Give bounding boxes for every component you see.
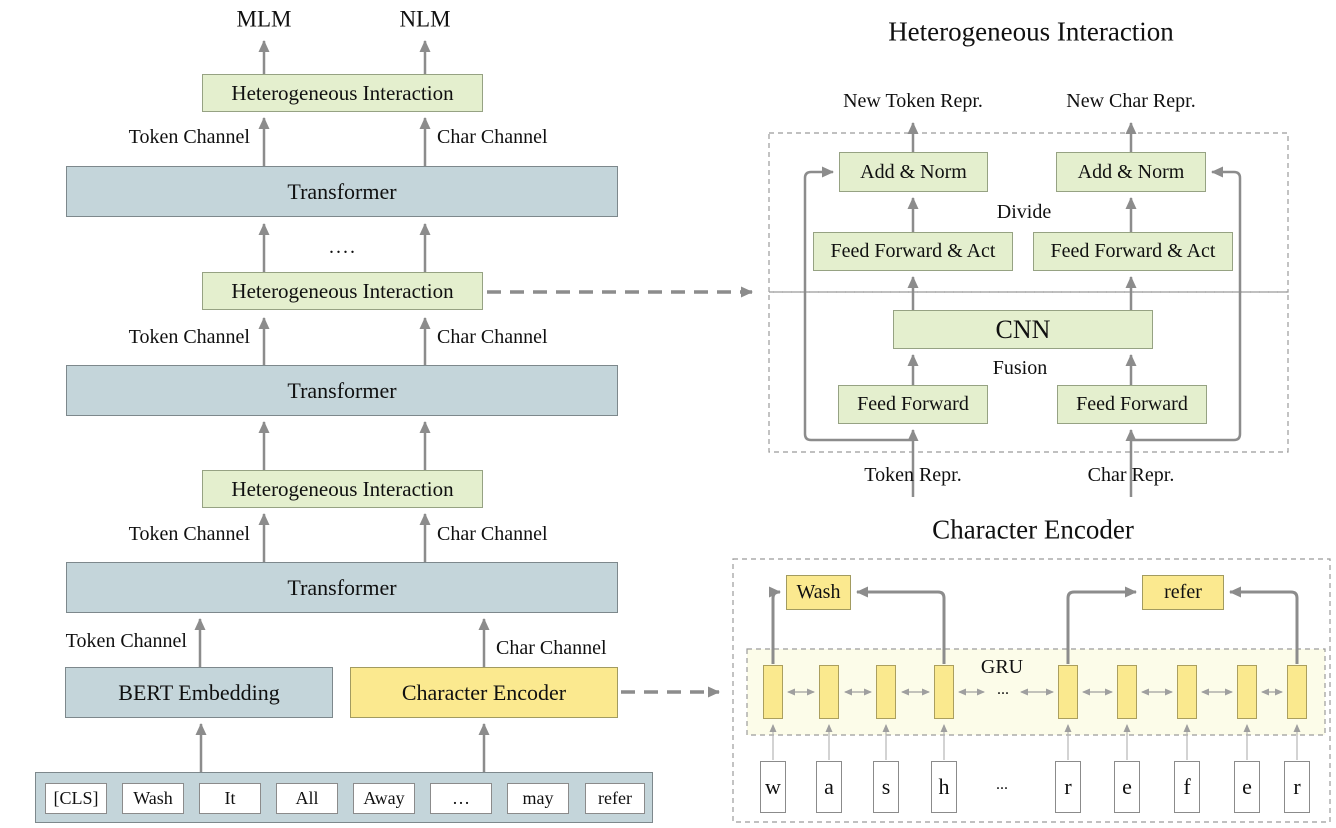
char-repr-label: Char Repr. — [1087, 464, 1175, 486]
token-channel-label-1: Token Channel — [128, 126, 250, 148]
input-token-row: [CLS] Wash It All Away … may refer — [35, 772, 653, 823]
fusion-label: Fusion — [992, 357, 1048, 379]
gru-cell-a — [819, 665, 839, 719]
main-flow-arrows — [194, 40, 490, 772]
character-encoder-block: Character Encoder — [350, 667, 618, 718]
char-box-w: w — [760, 761, 786, 813]
gru-cell-w — [763, 665, 783, 719]
char-box-r2: r — [1284, 761, 1310, 813]
transformer-block-middle: Transformer — [66, 365, 618, 416]
gru-cell-s — [876, 665, 896, 719]
char-box-e1: e — [1114, 761, 1140, 813]
char-channel-label-1: Char Channel — [437, 126, 548, 148]
char-input-lines — [769, 724, 1301, 760]
word-box-refer: refer — [1142, 575, 1224, 610]
hi-block-top: Heterogeneous Interaction — [202, 74, 483, 112]
feed-forward-box-right: Feed Forward — [1057, 385, 1207, 424]
token-repr-label: Token Repr. — [864, 464, 962, 486]
divide-label: Divide — [996, 201, 1052, 223]
hi-block-bottom: Heterogeneous Interaction — [202, 470, 483, 508]
char-box-r1: r — [1055, 761, 1081, 813]
token-box-all: All — [276, 783, 338, 814]
token-box-ellipsis: … — [430, 783, 492, 814]
token-box-wash: Wash — [122, 783, 184, 814]
token-box-away: Away — [353, 783, 415, 814]
add-norm-box-left: Add & Norm — [839, 152, 988, 192]
hi-detail-title: Heterogeneous Interaction — [888, 16, 1174, 47]
mlm-label: MLM — [236, 6, 292, 32]
hi-detail-arrows — [803, 122, 1242, 497]
detail-link-arrows — [487, 286, 753, 698]
gru-to-word-arrows — [769, 586, 1299, 664]
token-box-it: It — [199, 783, 261, 814]
char-box-f: f — [1174, 761, 1200, 813]
char-channel-label-3: Char Channel — [437, 523, 548, 545]
gru-cell-f — [1177, 665, 1197, 719]
feed-forward-act-box-left: Feed Forward & Act — [813, 232, 1013, 271]
gru-cell-e2 — [1237, 665, 1257, 719]
token-channel-label-4: Token Channel — [65, 630, 187, 652]
word-box-wash: Wash — [786, 575, 851, 610]
stack-ellipsis: .... — [329, 236, 357, 258]
char-box-a: a — [816, 761, 842, 813]
feed-forward-act-box-right: Feed Forward & Act — [1033, 232, 1233, 271]
token-channel-label-2: Token Channel — [128, 326, 250, 348]
add-norm-box-right: Add & Norm — [1056, 152, 1206, 192]
char-detail-title: Character Encoder — [932, 514, 1134, 545]
char-channel-label-4: Char Channel — [496, 637, 607, 659]
cnn-box: CNN — [893, 310, 1153, 349]
new-char-repr-label: New Char Repr. — [1066, 90, 1196, 112]
transformer-block-bottom: Transformer — [66, 562, 618, 613]
gru-cell-h — [934, 665, 954, 719]
gru-cell-r2 — [1287, 665, 1307, 719]
char-box-h: h — [931, 761, 957, 813]
hi-block-middle: Heterogeneous Interaction — [202, 272, 483, 310]
nlm-label: NLM — [399, 6, 451, 32]
gru-cell-r1 — [1058, 665, 1078, 719]
token-box-may: may — [507, 783, 569, 814]
transformer-block-top: Transformer — [66, 166, 618, 217]
char-box-e2: e — [1234, 761, 1260, 813]
char-box-s: s — [873, 761, 899, 813]
bert-embedding-block: BERT Embedding — [65, 667, 333, 718]
token-channel-label-3: Token Channel — [128, 523, 250, 545]
char-channel-label-2: Char Channel — [437, 326, 548, 348]
feed-forward-box-left: Feed Forward — [838, 385, 988, 424]
token-box-refer: refer — [585, 783, 645, 814]
gru-chain-ellipsis: ... — [997, 681, 1009, 698]
gru-cell-e1 — [1117, 665, 1137, 719]
char-row-ellipsis: ... — [996, 776, 1008, 793]
new-token-repr-label: New Token Repr. — [843, 90, 983, 112]
gru-label: GRU — [980, 656, 1024, 678]
token-box-cls: [CLS] — [45, 783, 107, 814]
